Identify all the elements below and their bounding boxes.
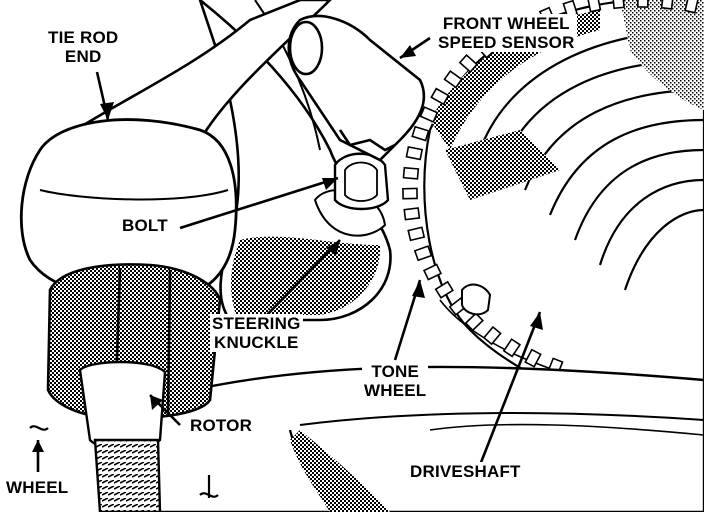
label-steering-knuckle-line2: KNUCKLE <box>214 333 299 352</box>
tone-wheel-tooth <box>407 226 426 242</box>
label-speed-sensor-line2: SPEED SENSOR <box>438 33 575 52</box>
tone-wheel-tooth <box>660 0 675 10</box>
label-tie-rod-end-line2: END <box>64 47 102 66</box>
label-front-wheel-speed-sensor: FRONT WHEEL SPEED SENSOR <box>436 14 577 52</box>
label-steering-knuckle-line1: STEERING <box>212 314 301 333</box>
label-rotor-text: ROTOR <box>190 416 253 435</box>
tone-wheel-tooth <box>684 0 700 14</box>
tone-wheel-tooth <box>443 70 463 89</box>
leader-arrowheads <box>32 45 543 452</box>
tone-wheel-tooth <box>482 325 502 346</box>
tone-wheel-teeth <box>402 0 700 377</box>
tone-wheel-tooth <box>524 348 542 368</box>
tone-wheel-tooth <box>458 53 479 74</box>
label-rotor: ROTOR <box>188 416 255 435</box>
tie-rod-end <box>19 118 238 302</box>
tone-wheel-bolt <box>461 283 492 316</box>
tone-wheel-tooth <box>419 106 439 123</box>
tone-wheel-tooth <box>464 312 484 332</box>
tone-wheel-tooth <box>402 187 418 200</box>
label-speed-sensor-line1: FRONT WHEEL <box>442 14 570 33</box>
tone-wheel-tooth <box>413 245 433 262</box>
threaded-stud <box>78 360 167 512</box>
label-tie-rod-end-line1: TIE ROD <box>48 28 119 47</box>
speed-sensor-body <box>287 14 426 162</box>
tone-wheel-tooth <box>422 263 443 281</box>
label-bolt-text: BOLT <box>122 216 168 235</box>
label-tone-wheel-line2: WHEEL <box>364 381 427 400</box>
label-driveshaft-text: DRIVESHAFT <box>410 462 521 481</box>
break-symbols <box>29 425 219 498</box>
label-wheel: WHEEL <box>4 478 71 497</box>
tone-wheel-tooth <box>611 0 625 10</box>
rotor-shading <box>290 430 390 512</box>
tone-wheel-tooth <box>586 0 602 13</box>
tone-wheel-tooth <box>403 207 421 221</box>
label-tie-rod-end: TIE ROD END <box>46 28 121 66</box>
leader-lines <box>36 36 542 472</box>
hub-shading-mid <box>445 130 560 200</box>
tone-wheel-tooth <box>502 338 522 358</box>
label-bolt: BOLT <box>120 216 170 235</box>
tone-wheel-tooth <box>402 166 420 180</box>
hub-shading-top <box>430 10 600 150</box>
tone-wheel-tooth <box>434 280 454 299</box>
label-tone-wheel: TONE WHEEL <box>362 362 429 400</box>
tone-wheel-tooth <box>405 145 424 161</box>
tone-wheel-tooth <box>637 0 649 8</box>
label-steering-knuckle: STEERING KNUCKLE <box>210 314 303 352</box>
label-tone-wheel-line1: TONE <box>371 362 420 381</box>
label-driveshaft: DRIVESHAFT <box>408 462 523 481</box>
tone-wheel-tooth <box>411 125 430 142</box>
label-wheel-text: WHEEL <box>6 478 69 497</box>
rotor <box>148 365 704 512</box>
bolt-head <box>333 152 390 211</box>
tone-wheel-tooth <box>430 87 450 106</box>
hub-shading-right <box>620 0 704 110</box>
